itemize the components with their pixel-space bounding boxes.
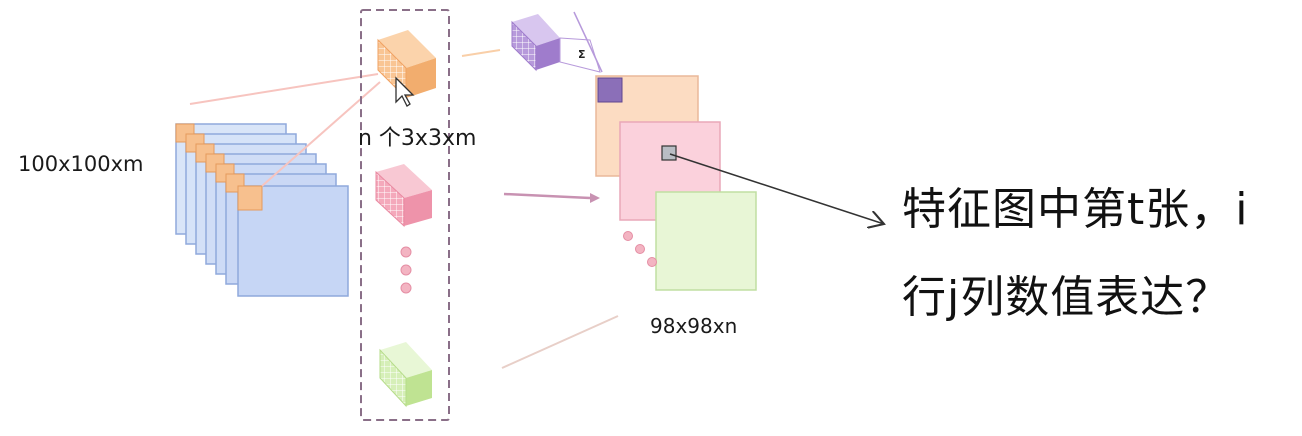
- sigma-symbol: Σ: [578, 48, 586, 61]
- input-feature-map-stack: [175, 123, 349, 297]
- projection-line: [189, 73, 379, 105]
- ellipsis-dot: [647, 257, 657, 267]
- sum-block: [511, 11, 603, 73]
- output-size-label: 98x98xn: [650, 314, 738, 338]
- ellipsis-dot: [400, 282, 412, 294]
- question-line-2: 行j列数值表达？: [902, 272, 1231, 323]
- output-map-green: [655, 191, 757, 291]
- kernel-to-output-arrow: [501, 315, 619, 369]
- kernel-orange: [377, 30, 436, 100]
- kernel-to-output-arrow: [461, 49, 501, 57]
- kernel-pink: [375, 164, 432, 228]
- kernel-group-box: [360, 9, 450, 421]
- ellipsis-dot: [623, 231, 633, 241]
- ellipsis-dot: [400, 246, 412, 258]
- output-feature-maps: [595, 75, 757, 291]
- kernel-count-label: n 个3x3xm: [358, 126, 477, 151]
- question-line-1: 特征图中第t张，i: [902, 184, 1249, 235]
- ellipsis-dot: [635, 244, 645, 254]
- output-cell-selected: [661, 145, 677, 161]
- ellipsis-dot: [400, 264, 412, 276]
- mouse-cursor-icon: [395, 76, 415, 107]
- output-cell-highlight: [597, 77, 623, 103]
- pointer-arrow: [669, 153, 884, 224]
- question-text: 特征图中第t张，i 行j列数值表达？: [902, 166, 1248, 342]
- input-size-label: 100x100xm: [18, 152, 144, 176]
- kernel-to-output-arrow: [503, 192, 591, 200]
- arrow-head: [590, 193, 600, 203]
- receptive-field: [237, 185, 263, 211]
- kernel-green: [379, 342, 432, 408]
